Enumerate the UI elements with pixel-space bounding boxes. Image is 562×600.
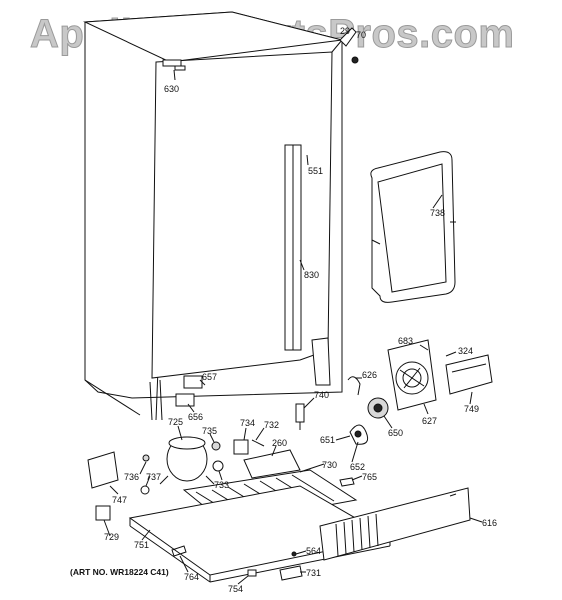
defrost-thermostat: [295, 403, 305, 430]
label-730: 730: [322, 460, 337, 470]
label-733: 733: [214, 480, 229, 490]
label-734: 734: [240, 418, 255, 428]
drain-pan: [243, 449, 301, 479]
label-630: 630: [164, 84, 179, 94]
label-765: 765: [362, 472, 377, 482]
screw-736: [142, 454, 150, 462]
label-738: 738: [430, 208, 445, 218]
control-board: [445, 354, 493, 395]
compressor: [159, 436, 215, 485]
label-732: 732: [264, 420, 279, 430]
label-29: 29: [340, 26, 350, 36]
label-736: 736: [124, 472, 139, 482]
label-616: 616: [482, 518, 497, 528]
label-70: 70: [356, 30, 366, 40]
label-749: 749: [464, 404, 479, 414]
label-729: 729: [104, 532, 119, 542]
label-564: 564: [306, 546, 321, 556]
label-627: 627: [422, 416, 437, 426]
label-260: 260: [272, 438, 287, 448]
label-683: 683: [398, 336, 413, 346]
clip-765: [339, 477, 355, 487]
label-626: 626: [362, 370, 377, 380]
label-324: 324: [458, 346, 473, 356]
art-number: (ART NO. WR18224 C41): [70, 567, 169, 577]
evaporator-coil: [370, 151, 456, 303]
label-731: 731: [306, 568, 321, 578]
fan-motor: [367, 397, 389, 419]
label-830: 830: [304, 270, 319, 280]
label-551: 551: [308, 166, 323, 176]
label-735: 735: [202, 426, 217, 436]
part-number-labels: 630 551 738 830 683 324 626 657 656 740 …: [104, 26, 497, 594]
label-725: 725: [168, 417, 183, 427]
wire-harness: [347, 376, 361, 396]
latch-731: [279, 565, 303, 581]
label-740: 740: [314, 390, 329, 400]
label-764: 764: [184, 572, 199, 582]
label-651: 651: [320, 435, 335, 445]
toe-grille: [319, 487, 471, 561]
junction-box: [87, 451, 119, 489]
label-747: 747: [112, 495, 127, 505]
label-737: 737: [146, 472, 161, 482]
fan-housing: [387, 339, 437, 411]
grommets: [211, 441, 224, 472]
label-751: 751: [134, 540, 149, 550]
start-relay: [233, 439, 265, 455]
fan-blade: [349, 424, 369, 445]
grommet-737: [140, 485, 150, 495]
capacitor: [95, 505, 111, 521]
label-656: 656: [188, 412, 203, 422]
label-657: 657: [202, 372, 217, 382]
label-650: 650: [388, 428, 403, 438]
cabinet-outline: [83, 11, 359, 421]
label-652: 652: [350, 462, 365, 472]
leader-lines: [103, 69, 483, 585]
spacer-764: [171, 545, 187, 557]
screw-564: [291, 551, 297, 557]
clip-754: [247, 569, 257, 577]
label-754: 754: [228, 584, 243, 594]
